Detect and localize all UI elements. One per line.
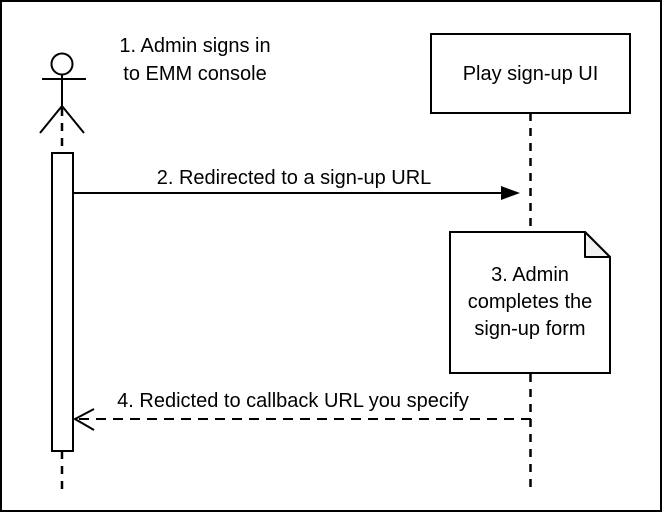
activation-bar xyxy=(51,152,74,452)
participant-title: Play sign-up UI xyxy=(431,34,630,113)
step1-caption-line1: 1. Admin signs in xyxy=(119,35,271,57)
participant-title-text: Play sign-up UI xyxy=(462,62,599,85)
message-callback-arrow xyxy=(72,408,531,431)
filled-arrowhead-icon xyxy=(501,186,520,200)
note-text-line3: sign-up form xyxy=(474,318,586,340)
note-body xyxy=(449,231,611,374)
note-text: 3. Admin completes the sign-up form xyxy=(450,232,610,373)
actor-right-leg xyxy=(61,105,85,134)
note-shape xyxy=(449,231,611,374)
actor-head xyxy=(50,52,74,76)
open-arrowhead-icon xyxy=(72,408,95,431)
lifelines xyxy=(60,108,532,494)
actor-icon xyxy=(39,52,86,134)
step1-caption: 1. Admin signs in to EMM console xyxy=(90,32,300,88)
step1-caption-line2: to EMM console xyxy=(123,63,267,85)
message-callback-label: 4. Redicted to callback URL you specify xyxy=(117,390,469,412)
message-redirect-arrow xyxy=(73,186,520,200)
message-redirect-label: 2. Redirected to a sign-up URL xyxy=(156,167,432,189)
note-fold-corner xyxy=(584,231,611,258)
participant-box xyxy=(430,33,631,114)
note-text-line1: 3. Admin xyxy=(491,264,569,286)
actor-left-leg xyxy=(39,105,63,134)
note-text-line2: completes the xyxy=(467,291,593,313)
